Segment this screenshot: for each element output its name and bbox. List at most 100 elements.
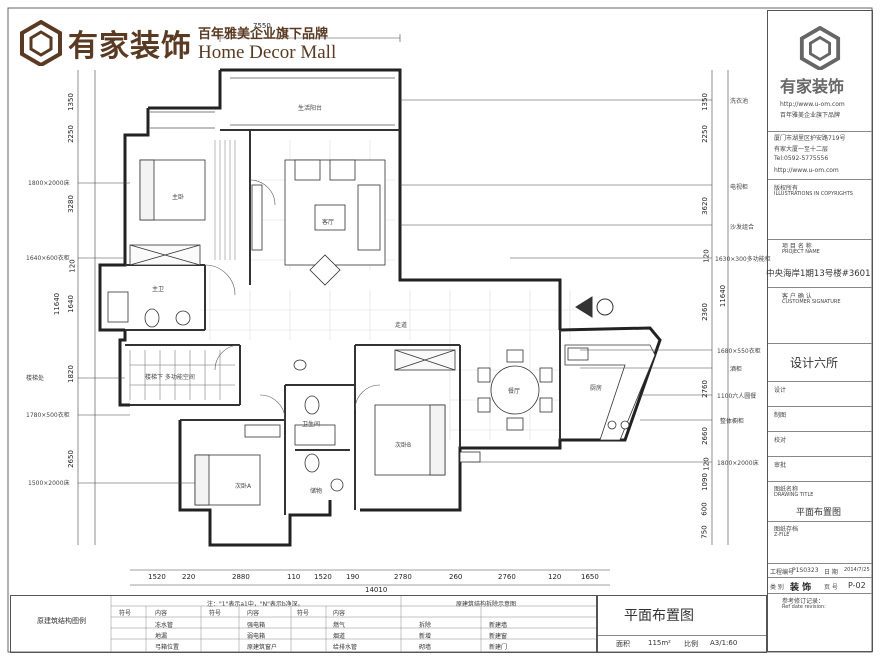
annot-left-2: 楼梯处 — [26, 375, 45, 382]
hexagon-logo-icon — [20, 20, 62, 66]
tb-drawing-name-label: 图纸名称 — [774, 486, 799, 493]
tb-revision: 参考修订记录： — [782, 598, 825, 605]
room-bath: 卫生间 — [302, 421, 321, 428]
tb-approve: 审批 — [774, 462, 787, 469]
room-master: 主卧 — [172, 194, 185, 201]
legend-i4: 弱电箱 — [247, 633, 266, 640]
legend-table: 原建筑结构图例 注："1"表示a1中，"N"表示b净深。 符号 内容 符号 内容… — [10, 595, 597, 653]
stamp-area-label: 面积 — [616, 640, 630, 648]
legend-i6: 弓箱位置 — [155, 644, 180, 651]
tb-project-label: 项 目 名 称 — [782, 243, 812, 250]
room-corridor: 走道 — [395, 322, 408, 329]
stamp-scale-label: 比例 — [684, 640, 698, 648]
tb-job: P1S0323 — [792, 567, 819, 574]
room-storage: 储物 — [310, 488, 323, 495]
room-bath-master: 主卫 — [152, 286, 165, 293]
legend-h3: 内容 — [247, 610, 260, 617]
tb-drawing-name: 平面布置图 — [796, 508, 842, 518]
legend-h2: 符号 — [209, 610, 222, 617]
room-stair: 楼梯下 多功能空间 — [145, 374, 195, 381]
brand-logo: 有家装饰 百年雅美企业旗下品牌 Home Decor Mall — [18, 20, 336, 66]
logo-text-cn: 有家装饰 — [68, 29, 192, 64]
dim-right-3: 120 — [702, 249, 711, 263]
dim-left-6: 2650 — [66, 450, 75, 468]
tb-notice-en: ILLUSTRATIONS IN COPYRIGHTS — [774, 191, 853, 197]
annot-right-4: 1680×550衣柜 — [717, 348, 761, 355]
dim-bottom-total: 14010 — [365, 586, 388, 594]
legend-left-title: 原建筑结构图例 — [37, 617, 86, 625]
dim-left-total: 11640 — [53, 292, 62, 316]
dim-bottom-6: 2780 — [394, 573, 412, 581]
stamp-scale: A3/1:60 — [710, 639, 738, 647]
legend-note: 注："1"表示a1中，"N"表示b净深。 — [207, 601, 304, 608]
tb-drawing-no-label: 图纸存档 — [774, 526, 799, 533]
tb-project-name: 中央海岸1期13号楼#3601 — [766, 269, 871, 279]
legend-r5: 新建门 — [489, 644, 508, 651]
north-arrow-icon — [575, 296, 614, 318]
dim-right-total: 11640 — [719, 284, 728, 308]
dim-bottom-3: 110 — [287, 573, 301, 581]
dim-bottom-1: 220 — [182, 573, 196, 581]
dim-right-0: 1350 — [700, 93, 709, 111]
annot-right-5: 酒柜 — [730, 366, 743, 373]
dim-left-5: 1820 — [66, 365, 75, 383]
dim-right-1: 2250 — [700, 125, 709, 143]
dim-right-10: 750 — [700, 525, 709, 539]
dim-bottom-9: 120 — [548, 573, 562, 581]
legend-i2: 燃气 — [333, 622, 346, 629]
dim-bottom-0: 1520 — [148, 573, 166, 581]
tb-category-label: 类 别 — [770, 584, 784, 591]
tb-revision-en: Ref date revision: — [782, 604, 826, 610]
legend-r0: 拆除 — [419, 622, 432, 629]
dim-bottom-8: 2760 — [498, 573, 516, 581]
dim-bottom-2: 2880 — [232, 573, 250, 581]
logo-slogan: 百年雅美企业旗下品牌 — [198, 26, 329, 42]
legend-h5: 内容 — [333, 610, 346, 617]
tb-design: 设计 — [774, 387, 787, 394]
tb-project-en: PROJECT NAME — [782, 249, 820, 255]
legend-r4: 砌墙 — [419, 644, 432, 651]
legend-h4: 符号 — [297, 610, 310, 617]
annot-right-6: 1100六人圆餐 — [717, 393, 757, 400]
annot-right-8: 1800×2000床 — [717, 460, 759, 467]
dim-left-4: 1640 — [66, 295, 75, 313]
legend-i8: 给排水管 — [333, 644, 358, 651]
tb-client-label: 客 户 确 认 — [782, 293, 812, 300]
tb-client-en: CUSTOMER SIGNATURE — [782, 299, 841, 305]
tb-page: P-02 — [848, 581, 866, 590]
hexagon-logo-icon-small — [799, 26, 841, 70]
tb-job-label: 工程编号 — [770, 569, 795, 576]
legend-r3: 新建窗 — [489, 633, 508, 640]
annot-left-0: 1800×2000床 — [28, 180, 70, 187]
stamp-title: 平面布置图 — [624, 608, 694, 624]
tb-check: 校对 — [774, 437, 787, 444]
tb-tel: Tel:0592-5775556 — [774, 155, 829, 162]
room-kitchen: 厨房 — [590, 385, 603, 392]
annot-right-3: 1630×300多功能柜 — [715, 256, 771, 263]
dim-right-7: 120 — [702, 457, 711, 471]
dim-bottom-7: 260 — [449, 573, 463, 581]
room-living: 客厅 — [322, 219, 335, 226]
tb-date-label: 日 期 — [824, 569, 838, 576]
dim-left-1: 2250 — [66, 125, 75, 143]
annot-left-4: 1500×2000床 — [28, 480, 70, 487]
dim-bottom-4: 1520 — [314, 573, 332, 581]
annot-right-0: 洗衣池 — [730, 98, 749, 105]
tb-company: 百年雅美企业旗下品牌 — [780, 112, 841, 119]
drawing-stamp: 平面布置图 面积 115m² 比例 A3/1:60 — [597, 595, 767, 653]
stamp-area: 115m² — [648, 639, 671, 647]
dim-bottom-10: 1650 — [581, 573, 599, 581]
dim-bottom-5: 190 — [346, 573, 360, 581]
title-block: 有家装饰 http://www.u-om.com 百年雅美企业旗下品牌 厦门市湖… — [766, 10, 873, 652]
dim-right-6: 2660 — [700, 427, 709, 445]
tb-notice-title: 版权所有 — [774, 185, 799, 192]
dim-left-2: 3280 — [66, 195, 75, 213]
legend-h1: 内容 — [155, 610, 168, 617]
tb-address2: 有家大厦一至十二层 — [774, 146, 829, 153]
annot-right-1: 电视柜 — [730, 184, 749, 191]
tb-category: 装 饰 — [790, 583, 812, 593]
legend-r1: 新建墙 — [489, 622, 508, 629]
legend-r2: 新增 — [419, 633, 432, 640]
tb-url: http://www.u-om.com — [780, 101, 845, 108]
